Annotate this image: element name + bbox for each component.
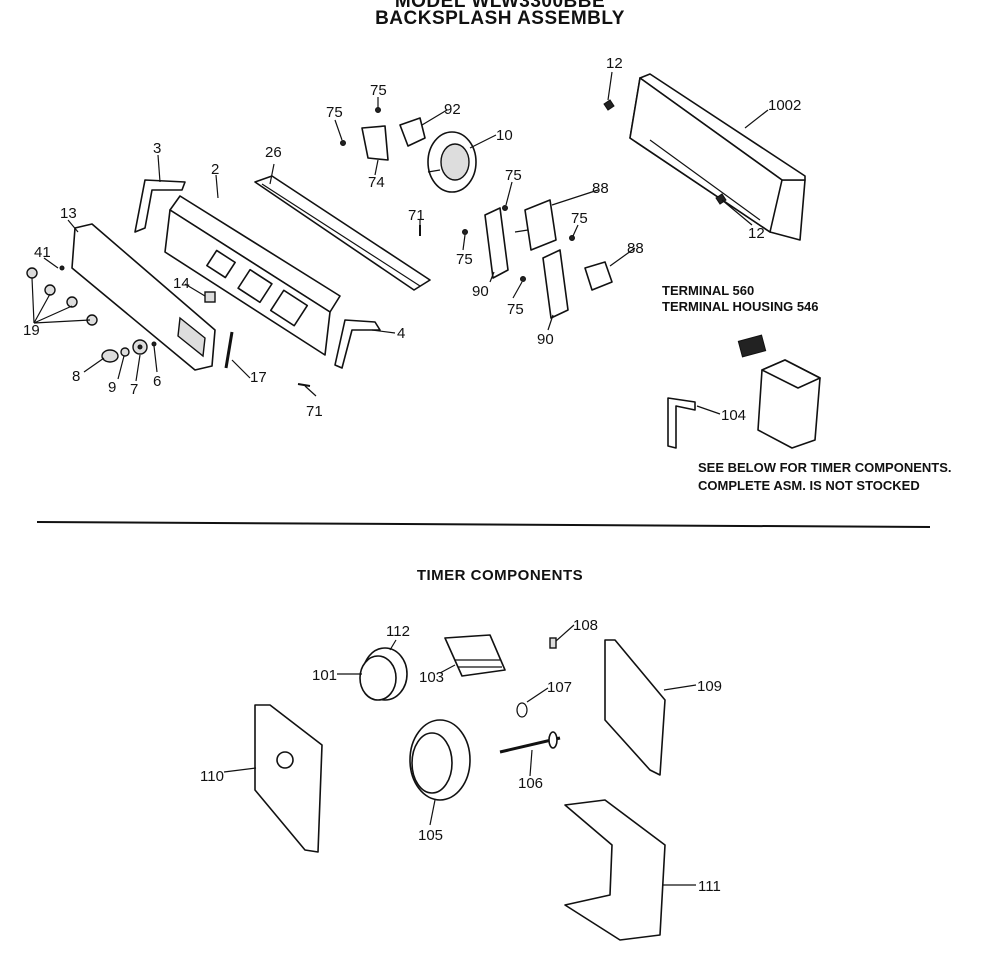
assembly-title: BACKSPLASH ASSEMBLY: [375, 8, 625, 29]
bracket-4: [334, 319, 381, 369]
callout-109: 109: [697, 678, 722, 695]
callout-106: 106: [518, 775, 543, 792]
callout-103: 103: [419, 669, 444, 686]
timer-components-title: TIMER COMPONENTS: [416, 567, 584, 584]
callout-88-b: 88: [627, 240, 644, 257]
bracket-74: [361, 125, 389, 161]
dial-7: [132, 339, 148, 355]
callout-105: 105: [418, 827, 443, 844]
callout-110: 110: [200, 768, 224, 785]
terminal-housing-546: [737, 334, 767, 358]
callout-75-d: 75: [456, 251, 473, 268]
screws-75: [340, 107, 575, 282]
callout-75-e: 75: [571, 210, 588, 227]
clip-108: [549, 637, 557, 649]
timer-housing: [757, 359, 821, 449]
bracket-14: [204, 291, 216, 303]
knobs-19: [26, 267, 98, 326]
not-stocked-note: COMPLETE ASM. IS NOT STOCKED: [698, 478, 920, 493]
leader-lines: [31, 71, 769, 886]
callout-92: 92: [444, 101, 461, 118]
callout-19: 19: [23, 322, 40, 339]
screw-6: [151, 341, 157, 347]
callout-2: 2: [211, 161, 219, 178]
callout-9: 9: [108, 379, 116, 396]
callout-13: 13: [60, 205, 77, 222]
callout-17: 17: [250, 369, 267, 386]
switch-88a: [514, 199, 557, 251]
cam-105: [409, 719, 471, 801]
callout-90-a: 90: [472, 283, 489, 300]
callout-111: 111: [698, 878, 721, 895]
cover-111: [564, 799, 666, 941]
section-divider: [36, 521, 931, 528]
terminal-103: [444, 634, 506, 677]
switch-88b: [584, 261, 613, 291]
callout-6: 6: [153, 373, 161, 390]
callout-101: 101: [312, 667, 337, 684]
switch-plate-90b: [542, 249, 569, 319]
callout-10: 10: [496, 127, 513, 144]
frame-109: [604, 639, 666, 776]
frame-110: [254, 704, 323, 853]
callout-75-f: 75: [507, 301, 524, 318]
callout-41: 41: [34, 244, 51, 261]
wire-104: [667, 397, 696, 449]
spring-9: [120, 347, 130, 357]
clip-41: [59, 265, 65, 271]
bracket-3: [134, 179, 186, 233]
callout-71-lower: 71: [306, 403, 323, 420]
callout-75-b: 75: [370, 82, 387, 99]
callout-4: 4: [397, 325, 405, 342]
callout-107: 107: [547, 679, 572, 696]
callout-26: 26: [265, 144, 282, 161]
callout-112: 112: [386, 623, 410, 640]
switch-92: [399, 117, 426, 147]
callout-108: 108: [573, 617, 598, 634]
control-panel-2: [164, 195, 341, 356]
callout-75-a: 75: [326, 104, 343, 121]
callout-1002: 1002: [768, 97, 801, 114]
see-below-note: SEE BELOW FOR TIMER COMPONENTS.: [698, 460, 952, 475]
terminal-housing-note: TERMINAL HOUSING 546: [662, 299, 819, 314]
terminal-note: TERMINAL 560: [662, 283, 755, 298]
callout-104: 104: [721, 407, 746, 424]
callout-14: 14: [173, 275, 190, 292]
timer-10: [427, 131, 477, 193]
callout-75-c: 75: [505, 167, 522, 184]
knob-8: [101, 349, 119, 363]
callout-74: 74: [368, 174, 385, 191]
callout-88-a: 88: [592, 180, 609, 197]
spring-107: [516, 702, 528, 718]
model-title: MODEL WLW3300BBE: [394, 0, 606, 12]
clip-12-top: [603, 99, 615, 111]
callout-3: 3: [153, 140, 161, 157]
callout-12-bottom: 12: [748, 225, 765, 242]
rod-17: [224, 331, 234, 369]
trim-26: [254, 175, 431, 291]
screws-71: [297, 225, 421, 387]
shaft-106: [499, 731, 561, 754]
callout-8: 8: [72, 368, 80, 385]
callout-71-upper: 71: [408, 207, 425, 224]
callout-7: 7: [130, 381, 138, 398]
faceplate-13: [71, 223, 216, 371]
switch-plate-90a: [484, 207, 509, 279]
callout-90-b: 90: [537, 331, 554, 348]
callout-12-top: 12: [606, 55, 623, 72]
motor-101: [359, 647, 408, 701]
